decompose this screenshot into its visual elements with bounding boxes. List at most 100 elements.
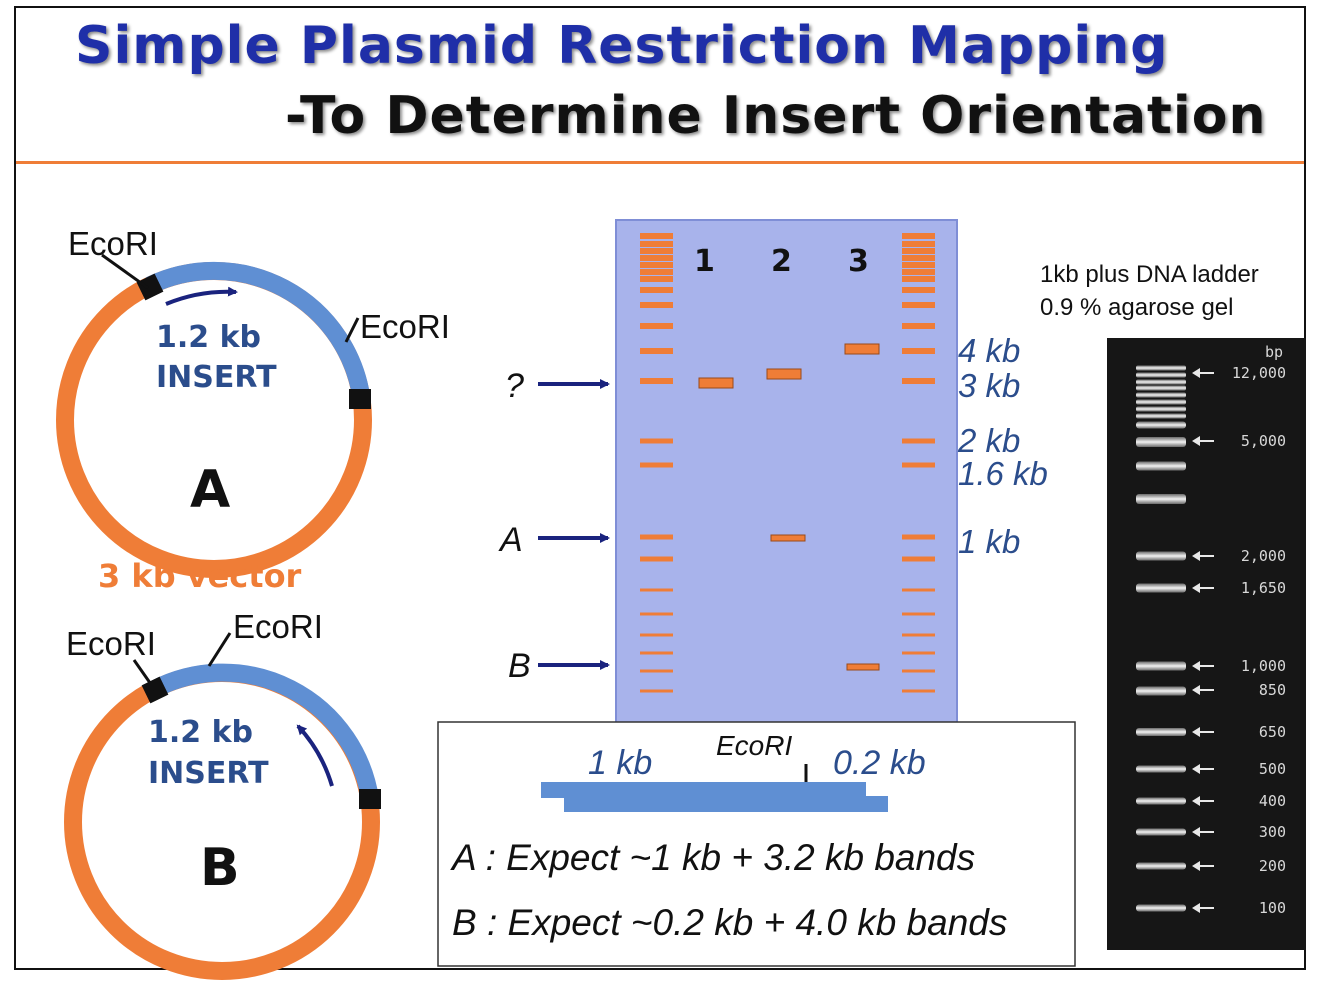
ladder-caption: 1kb plus DNA ladder: [1040, 261, 1259, 288]
plasmid-a-insert-label: INSERT: [156, 360, 277, 395]
lane-2-band-1kb: [771, 535, 805, 541]
photo-ladder-band: [1136, 400, 1186, 405]
plasmid-a: EcoRI EcoRI 1.2 kb INSERT A 3 kb vector: [65, 225, 450, 595]
arrow-label-unknown: ?: [505, 367, 524, 405]
photo-marker-label: 650: [1259, 723, 1286, 741]
photo-ladder-band: [1136, 728, 1186, 736]
ladder-band: [640, 323, 673, 329]
lane-3-band-4kb: [845, 344, 879, 354]
photo-ladder-band: [1136, 552, 1186, 561]
plasmid-b-ecori-leader-2: [209, 633, 230, 666]
ladder-band: [902, 557, 935, 562]
plasmid-b-letter: B: [200, 838, 240, 898]
photo-marker-label: 100: [1259, 899, 1286, 917]
photo-ladder-band: [1136, 905, 1186, 912]
ladder-band: [640, 348, 673, 354]
plasmid-b-ecori-label-1: EcoRI: [66, 625, 156, 662]
plasmid-a-ecori-site-2: [349, 389, 371, 409]
size-label-3kb: 3 kb: [958, 367, 1020, 404]
photo-marker-label: 850: [1259, 681, 1286, 699]
ladder-band: [640, 378, 673, 384]
photo-ladder-band: [1136, 798, 1186, 805]
ladder-band: [902, 276, 935, 282]
photo-ladder-band: [1136, 380, 1186, 385]
ladder-band: [902, 589, 935, 592]
ladder-band: [902, 302, 935, 308]
ladder-band: [902, 378, 935, 384]
lane-number-1: 1: [694, 244, 715, 279]
ladder-band: [640, 589, 673, 592]
lane-number-2: 2: [771, 244, 792, 279]
schematic-gel: 1 2 3 4 kb 3 kb 2 kb 1.6 kb 1 kb ? A B: [498, 220, 1048, 728]
photo-ladder-band: [1136, 766, 1186, 773]
ladder-band: [902, 463, 935, 468]
plasmid-b-insert-size: 1.2 kb: [148, 715, 253, 750]
photo-ladder-band: [1136, 494, 1186, 504]
ladder-band: [640, 535, 673, 540]
photo-ladder-band: [1136, 407, 1186, 412]
ladder-band: [902, 255, 935, 261]
lane-3-band-0.2kb: [847, 664, 879, 670]
vector-size-label: 3 kb vector: [98, 557, 302, 595]
plasmid-a-letter: A: [190, 460, 230, 520]
ladder-band: [640, 463, 673, 468]
linear-map-box: 1 kb EcoRI 0.2 kb A : Expect ~1 kb + 3.2…: [438, 722, 1075, 966]
map-right-size: 0.2 kb: [833, 744, 926, 782]
ladder-band: [640, 233, 673, 239]
ladder-band: [640, 690, 673, 693]
ladder-band: [640, 439, 673, 444]
photo-ladder-band: [1136, 584, 1186, 593]
map-left-size: 1 kb: [588, 744, 652, 782]
ladder-band: [640, 276, 673, 282]
lane-2-band-3.2kb: [767, 369, 801, 379]
size-label-2kb: 2 kb: [957, 422, 1020, 459]
map-fragment-bottom: [564, 796, 888, 812]
ladder-band: [640, 241, 673, 247]
ladder-band: [640, 262, 673, 268]
plasmid-a-ecori-leader-2: [346, 318, 358, 342]
photo-ladder-band: [1136, 414, 1186, 419]
ladder-band: [902, 690, 935, 693]
ladder-band: [902, 439, 935, 444]
plasmid-a-orientation-arrow: [166, 292, 236, 304]
photo-ladder-band: [1136, 386, 1186, 391]
photo-ladder-band: [1136, 662, 1186, 671]
photo-ladder-band: [1136, 373, 1186, 378]
photo-marker-label: 500: [1259, 760, 1286, 778]
ladder-band: [640, 269, 673, 275]
lane-number-3: 3: [848, 244, 869, 279]
ladder-band: [902, 652, 935, 655]
photo-ladder-band: [1136, 366, 1186, 371]
photo-marker-label: 5,000: [1241, 432, 1286, 450]
photo-ladder-band: [1136, 829, 1186, 836]
plasmid-b-ecori-site-2: [359, 789, 381, 809]
ladder-band: [902, 269, 935, 275]
arrow-label-b: B: [508, 647, 531, 685]
ladder-band: [640, 613, 673, 616]
ladder-band: [640, 634, 673, 637]
ladder-band: [902, 287, 935, 293]
lane-1-band-3kb: [699, 378, 733, 388]
size-label-1kb: 1 kb: [958, 523, 1020, 560]
plasmid-a-insert-size: 1.2 kb: [156, 320, 261, 355]
ladder-band: [902, 323, 935, 329]
photo-marker-label: 1,000: [1241, 657, 1286, 675]
photo-ladder-band: [1136, 393, 1186, 398]
size-label-1.6kb: 1.6 kb: [958, 455, 1048, 492]
size-label-4kb: 4 kb: [958, 332, 1020, 369]
photo-ladder-band: [1136, 462, 1186, 471]
gel-photo-unit: bp: [1265, 343, 1283, 361]
map-fragment-top: [541, 782, 866, 798]
ladder-band: [640, 248, 673, 254]
ladder-band: [640, 287, 673, 293]
ladder-band: [640, 255, 673, 261]
expectation-b: B : Expect ~0.2 kb + 4.0 kb bands: [452, 902, 1007, 943]
photo-marker-label: 2,000: [1241, 547, 1286, 565]
ladder-band: [902, 262, 935, 268]
photo-marker-label: 1,650: [1241, 579, 1286, 597]
photo-marker-label: 200: [1259, 857, 1286, 875]
plasmid-b-orientation-arrow: [298, 726, 332, 786]
photo-ladder-band: [1136, 422, 1186, 429]
